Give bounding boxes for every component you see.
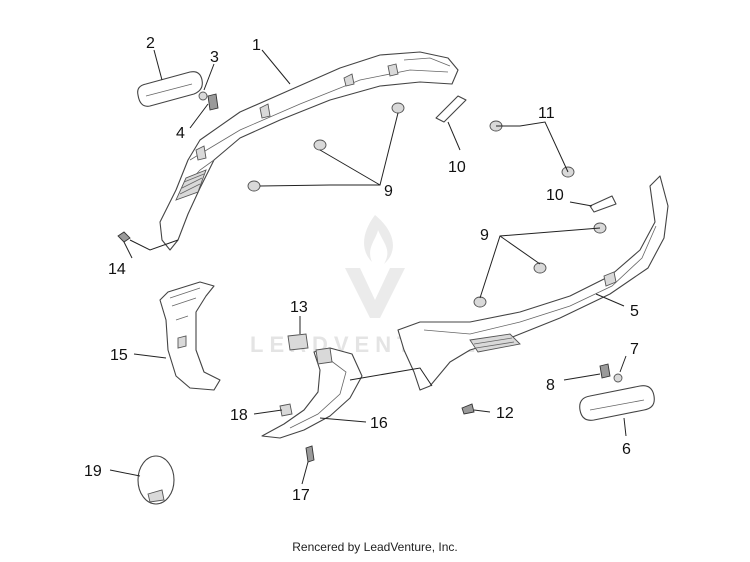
- callout-2: 2: [146, 35, 155, 52]
- callout-10-lower: 10: [546, 187, 564, 204]
- part-11-nuts: [489, 120, 575, 178]
- callout-8: 8: [546, 377, 555, 394]
- callout-18: 18: [230, 407, 248, 424]
- part-7-nut: [613, 373, 623, 383]
- callout-10-upper: 10: [448, 159, 466, 176]
- part-14-screw: [117, 231, 131, 243]
- part-16-tray-panel: [261, 347, 363, 439]
- callout-1: 1: [252, 37, 261, 54]
- part-12-screw: [461, 403, 475, 415]
- leader-lines: [109, 49, 627, 485]
- part-2-left-reflector: [137, 71, 203, 107]
- part-6-right-reflector: [579, 385, 655, 421]
- part-15-bracket-panel: [159, 281, 221, 391]
- callouts: 1 2 3 4 5 6 7 8 9 9 10 10 11 12 13 14 15…: [84, 35, 639, 504]
- callout-19: 19: [84, 463, 102, 480]
- callout-9-lower: 9: [480, 227, 489, 244]
- callout-3: 3: [210, 49, 219, 66]
- callout-16: 16: [370, 415, 388, 432]
- callout-15: 15: [110, 347, 128, 364]
- callout-4: 4: [176, 125, 185, 142]
- rendered-by-credit: Rencered by LeadVenture, Inc.: [292, 540, 458, 554]
- callout-6: 6: [622, 441, 631, 458]
- callout-13: 13: [290, 299, 308, 316]
- part-18-clip: [279, 403, 293, 417]
- part-19-round-cap: [137, 455, 175, 505]
- part-4-clip: [207, 93, 219, 111]
- part-13-clip: [287, 333, 309, 351]
- part-3-nut: [198, 91, 208, 101]
- callout-5: 5: [630, 303, 639, 320]
- callout-7: 7: [630, 341, 639, 358]
- watermark-flame-icon: [364, 215, 393, 264]
- part-17-screw: [305, 445, 315, 463]
- part-5-right-body-panel: [397, 175, 669, 391]
- callout-9-upper: 9: [384, 183, 393, 200]
- callout-12: 12: [496, 405, 514, 422]
- callout-17: 17: [292, 487, 310, 504]
- watermark-v-logo-icon: [345, 268, 405, 318]
- part-8-clip: [599, 363, 611, 379]
- callout-14: 14: [108, 261, 126, 278]
- part-9-grommets: [247, 102, 607, 308]
- callout-11: 11: [538, 105, 555, 122]
- part-1-left-body-panel: [159, 51, 459, 251]
- part-10-tags: [435, 95, 617, 213]
